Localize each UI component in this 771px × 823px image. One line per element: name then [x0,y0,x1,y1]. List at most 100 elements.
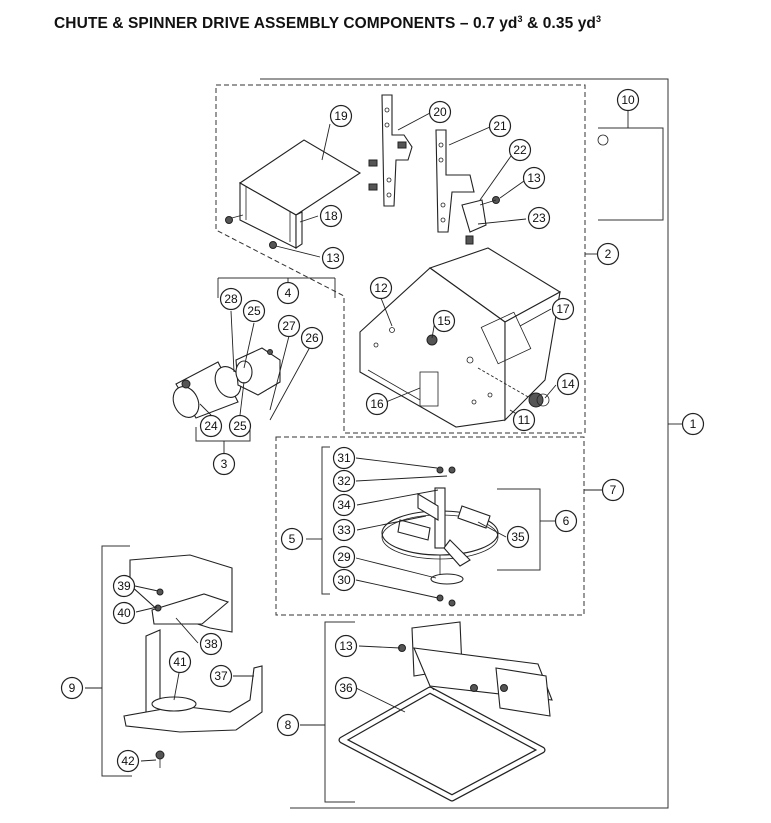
svg-text:39: 39 [117,579,131,593]
callout-3: 3 [212,452,236,476]
callout-6: 6 [554,509,578,533]
svg-text:5: 5 [289,532,296,546]
page-title: CHUTE & SPINNER DRIVE ASSEMBLY COMPONENT… [54,14,601,33]
spinner-assembly [381,466,499,607]
dashed-box-chute [215,84,586,434]
callout-25-lower: 25 [228,414,252,438]
callout-23: 23 [527,206,551,230]
bracket-item-10 [598,127,664,221]
callout-33: 33 [332,518,356,542]
svg-text:14: 14 [561,377,575,391]
callout-2: 2 [596,242,620,266]
svg-text:7: 7 [610,483,617,497]
svg-text:8: 8 [285,718,292,732]
svg-text:35: 35 [511,530,525,544]
bracket-item-1 [260,78,669,809]
svg-text:13: 13 [527,171,541,185]
svg-text:38: 38 [204,637,218,651]
svg-text:30: 30 [337,573,351,587]
stand-assembly [338,621,553,802]
callout-25-upper: 25 [242,299,266,323]
svg-text:34: 34 [337,498,351,512]
callout-1: 1 [681,412,705,436]
svg-text:27: 27 [282,319,296,333]
svg-text:22: 22 [513,143,527,157]
deflector-bracket [123,665,263,733]
title-mid: & 0.35 yd [522,15,596,33]
svg-text:17: 17 [556,302,570,316]
gearbox [235,347,281,396]
svg-text:13: 13 [339,639,353,653]
svg-text:18: 18 [324,209,338,223]
callout-40: 40 [112,601,136,625]
callout-28: 28 [219,287,243,311]
svg-text:40: 40 [117,606,131,620]
callout-29: 29 [332,545,356,569]
chute-body [359,247,562,428]
svg-text:41: 41 [173,655,187,669]
callout-30: 30 [332,568,356,592]
callout-8: 8 [276,713,300,737]
dashed-box-spinner [275,436,585,616]
svg-text:1: 1 [690,417,697,431]
callout-19: 19 [329,104,353,128]
callout-42: 42 [116,749,140,773]
title-main: CHUTE & SPINNER DRIVE ASSEMBLY COMPONENT… [54,15,518,33]
svg-text:29: 29 [337,550,351,564]
svg-text:12: 12 [374,281,388,295]
callout-20: 20 [428,100,452,124]
svg-text:10: 10 [621,93,635,107]
chute-right-wall [504,290,561,422]
callout-17: 17 [551,297,575,321]
callouts: 1 2 3 4 5 6 7 8 9 10 11 12 13 13 13 14 1… [60,88,705,773]
chute-cover-parts [225,94,662,250]
bracket-item-3 [195,427,251,442]
title-sup-1: 3 [517,14,523,24]
callout-31: 31 [332,446,356,470]
svg-text:31: 31 [337,451,351,465]
callout-10: 10 [616,88,640,112]
callout-9: 9 [60,676,84,700]
bracket-item-6 [497,488,541,571]
callout-21: 21 [488,114,512,138]
callout-27: 27 [277,314,301,338]
title-sup-2: 3 [595,14,602,24]
callout-18: 18 [319,204,343,228]
svg-text:33: 33 [337,523,351,537]
svg-text:11: 11 [518,413,531,427]
callout-16: 16 [365,392,389,416]
chute-bracket-right [435,129,475,233]
svg-text:25: 25 [247,304,261,318]
svg-text:24: 24 [204,419,218,433]
bracket-item-8 [324,621,355,803]
leader-lines [134,112,557,762]
svg-text:9: 9 [69,681,76,695]
svg-text:28: 28 [224,292,238,306]
svg-text:2: 2 [605,247,612,261]
svg-text:23: 23 [532,211,546,225]
bracket-item-9 [101,545,132,777]
svg-text:13: 13 [326,251,340,265]
callout-32: 32 [332,469,356,493]
latch [461,199,487,233]
svg-text:3: 3 [221,457,228,471]
bolt [225,216,233,224]
callout-35: 35 [506,525,530,549]
callout-37: 37 [209,664,233,688]
callout-39: 39 [112,574,136,598]
svg-text:20: 20 [433,105,447,119]
callout-14: 14 [556,372,580,396]
assembly-frames [85,78,683,809]
callout-13-left: 13 [321,246,345,270]
bracket-item-5 [321,446,330,595]
svg-text:4: 4 [285,286,292,300]
callout-41: 41 [168,650,192,674]
svg-text:42: 42 [121,754,135,768]
svg-text:25: 25 [233,419,247,433]
svg-text:16: 16 [370,397,384,411]
callout-7: 7 [601,478,625,502]
callout-22: 22 [508,138,532,162]
svg-text:32: 32 [337,474,351,488]
svg-text:21: 21 [493,119,507,133]
callout-4: 4 [276,281,300,305]
